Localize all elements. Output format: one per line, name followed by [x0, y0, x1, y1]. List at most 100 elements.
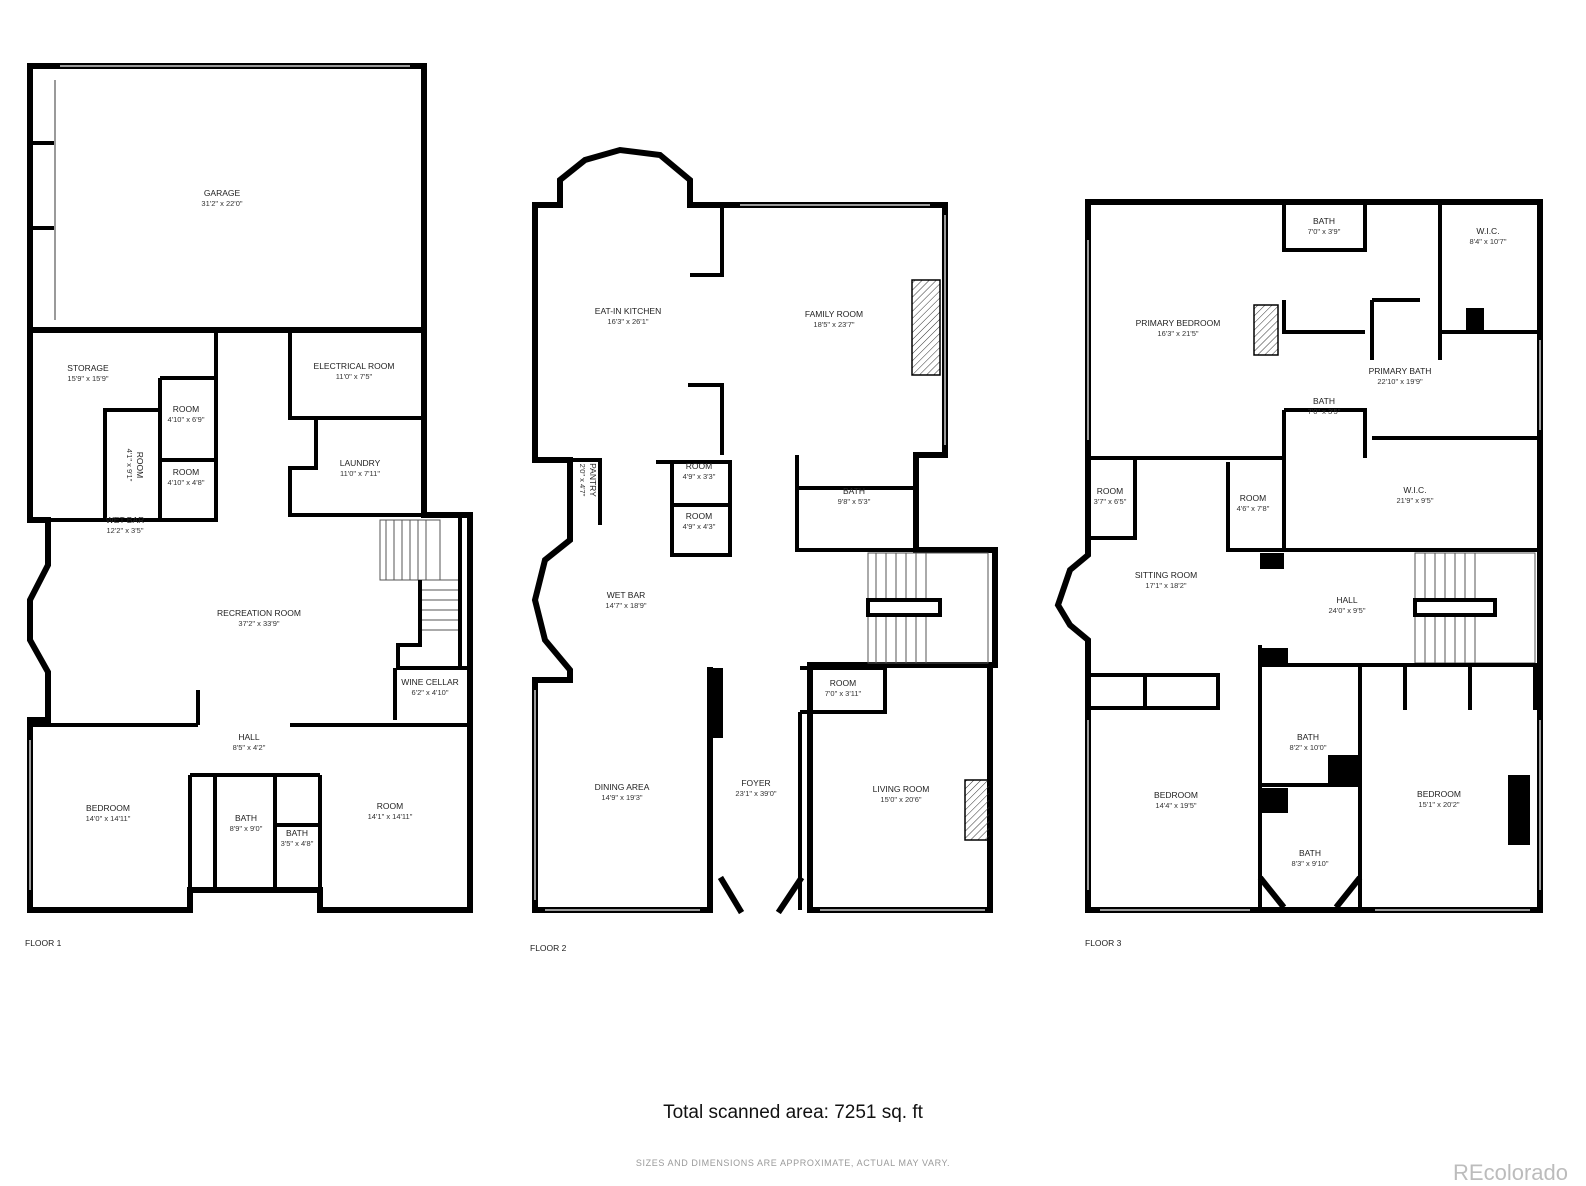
room-name: WINE CELLAR: [401, 677, 459, 687]
room-dimensions: 11'0" x 7'5": [336, 372, 373, 381]
room-dimensions: 8'2" x 10'0": [1290, 743, 1327, 752]
floor-3-label: FLOOR 3: [1085, 938, 1122, 948]
room-name: RECREATION ROOM: [217, 608, 301, 618]
room-dimensions: 7'0" x 3'11": [825, 689, 862, 698]
room-dimensions: 14'1" x 14'11": [368, 812, 413, 821]
room-name: BATH: [235, 813, 257, 823]
room-dimensions: 14'4" x 19'5": [1155, 801, 1196, 810]
room-dimensions: 15'0" x 20'6": [880, 795, 921, 804]
room-dimensions: 12'2" x 3'5": [107, 526, 144, 535]
room-dimensions: 4'1" x 9'1": [125, 449, 134, 482]
room-name: FOYER: [741, 778, 770, 788]
room-name: HALL: [238, 732, 260, 742]
room-name: BATH: [1299, 848, 1321, 858]
room-dimensions: 11'0" x 7'11": [340, 469, 380, 478]
room-dimensions: 14'0" x 14'11": [86, 814, 131, 823]
disclaimer: SIZES AND DIMENSIONS ARE APPROXIMATE, AC…: [635, 1158, 951, 1168]
room-name: GARAGE: [204, 188, 241, 198]
room-name: ROOM: [1097, 486, 1123, 496]
room-name: HALL: [1336, 595, 1358, 605]
room-name: ROOM: [686, 511, 712, 521]
total-area: Total scanned area: 7251 sq. ft: [663, 1102, 923, 1123]
room-name: W.I.C.: [1476, 226, 1499, 236]
room-name: BATH: [1297, 732, 1319, 742]
room-dimensions: 37'2" x 33'9": [238, 619, 279, 628]
room-name: FAMILY ROOM: [805, 309, 863, 319]
room-dimensions: 14'7" x 18'9": [605, 601, 646, 610]
room-name: BATH: [286, 828, 308, 838]
room-name: ROOM: [377, 801, 403, 811]
room-name: W.I.C.: [1403, 485, 1426, 495]
room-dimensions: 24'0" x 9'5": [1329, 606, 1366, 615]
room-dimensions: 21'9" x 9'5": [1397, 496, 1434, 505]
room-dimensions: 14'9" x 19'3": [601, 793, 642, 802]
room-dimensions: 9'8" x 5'3": [838, 497, 871, 506]
room-dimensions: 4'10" x 6'9": [168, 415, 205, 424]
room-name: BEDROOM: [1417, 789, 1461, 799]
room-name: DINING AREA: [595, 782, 650, 792]
room-name: ROOM: [686, 461, 712, 471]
floor-2-plan: [531, 146, 998, 915]
room-name: BATH: [1313, 396, 1335, 406]
room-name: BEDROOM: [1154, 790, 1198, 800]
room-name: ROOM: [1240, 493, 1266, 503]
room-name: BEDROOM: [86, 803, 130, 813]
room-name: STORAGE: [67, 363, 109, 373]
room-dimensions: 15'1" x 20'2": [1418, 800, 1459, 809]
room-dimensions: 7'0" x 3'9": [1308, 227, 1341, 236]
room-dimensions: 23'1" x 39'0": [735, 789, 776, 798]
room-dimensions: 2'0" x 4'7": [578, 464, 587, 497]
room-name: SITTING ROOM: [1135, 570, 1197, 580]
room-dimensions: 4'10" x 4'8": [168, 478, 205, 487]
room-dimensions: 6'2" x 4'10": [412, 688, 449, 697]
room-name: PANTRY: [588, 463, 598, 497]
room-name: ROOM: [830, 678, 856, 688]
room-name: BATH: [1313, 216, 1335, 226]
room-dimensions: 3'7" x 6'5": [1094, 497, 1127, 506]
room-label: W.I.C.21'9" x 9'5": [1397, 485, 1434, 505]
room-dimensions: 8'5" x 4'2": [233, 743, 266, 752]
room-name: WET BAR: [607, 590, 646, 600]
room-name: ELECTRICAL ROOM: [314, 361, 395, 371]
room-name: PRIMARY BEDROOM: [1136, 318, 1221, 328]
room-dimensions: 8'9" x 9'0": [230, 824, 263, 833]
brand-logo: REcolorado: [1453, 1160, 1568, 1185]
room-name: ROOM: [173, 404, 199, 414]
room-dimensions: 7'0" x 3'5": [1308, 407, 1341, 416]
room-dimensions: 16'3" x 21'5": [1157, 329, 1198, 338]
room-name: ROOM: [173, 467, 199, 477]
floor-1-label: FLOOR 1: [25, 938, 62, 948]
room-dimensions: 15'9" x 15'9": [67, 374, 108, 383]
